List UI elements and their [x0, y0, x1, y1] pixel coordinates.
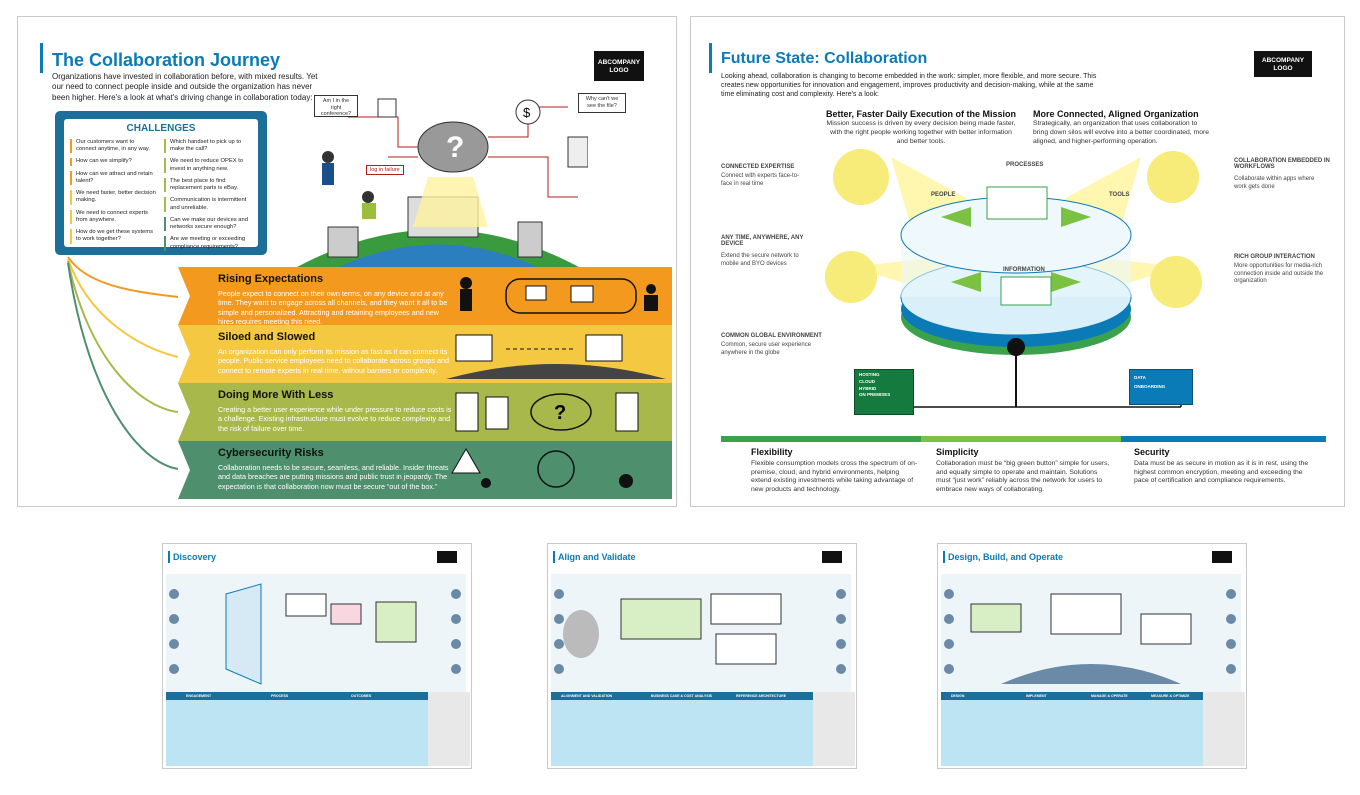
page-title: The Collaboration Journey: [52, 50, 281, 70]
phase-details: [166, 700, 428, 766]
security-threat-icon: [451, 448, 633, 488]
challenge-item: Can we make our devices and networks sec…: [164, 216, 254, 232]
design-build-operate-sheet: Design, Build, and Operate DESIGN IMPLEM…: [937, 543, 1247, 769]
side-label: COLLABORATION EMBEDDED IN WORKFLOWS: [1234, 158, 1330, 170]
central-platform-illustration: [825, 149, 1202, 408]
side-label: RICH GROUP INTERACTION: [1234, 254, 1315, 260]
challenge-item: We need to connect experts from anywhere…: [70, 209, 156, 225]
challenge-item: Our customers want to connect anytime, i…: [70, 139, 156, 154]
phase-strip: ALIGNMENT AND VALIDATION BUSINESS CASE &…: [551, 692, 855, 700]
title-accent-bar: [709, 43, 712, 73]
future-state-sheet: Future State: Collaboration Looking ahea…: [690, 16, 1345, 507]
band-title: Rising Expectations: [218, 273, 324, 285]
side-label: ANY TIME, ANYWHERE, ANY DEVICE: [721, 235, 804, 247]
sheet-title: Discovery: [173, 552, 217, 562]
discovery-illustration: [166, 574, 466, 692]
complexity-icon: ?: [455, 392, 639, 432]
svg-text:$: $: [523, 105, 531, 120]
band-text: People expect to connect on their own te…: [218, 289, 448, 327]
challenge-item: Which handset to pick up to make the cal…: [164, 139, 254, 154]
band-siloed-and-slowed: Siloed and Slowed An organization can on…: [178, 325, 672, 383]
challenge-item: How can we attract and retain talent?: [70, 170, 156, 186]
side-label: CONNECTED EXPERTISE: [721, 164, 795, 170]
discovery-sheet: Discovery ENGAGEMENT PROCESS OUTCOMES: [162, 543, 472, 769]
client-sidebar: [1203, 692, 1245, 766]
band-text: Collaboration needs to be secure, seamle…: [218, 463, 449, 491]
title-accent-bar: [40, 43, 43, 73]
page-title: Future State: Collaboration: [721, 50, 928, 67]
challenges-title: CHALLENGES: [126, 123, 196, 134]
side-text: Common, secure user experience anywhere …: [721, 342, 812, 356]
company-logo: [437, 551, 457, 563]
label-processes: PROCESSES: [1006, 162, 1044, 168]
flexibility-bar: [721, 436, 921, 442]
collaboration-journey-sheet: The Collaboration Journey Organizations …: [17, 16, 677, 507]
login-failure-label: log in failure: [366, 165, 404, 175]
band-title: Siloed and Slowed: [218, 331, 316, 343]
label-tools: TOOLS: [1109, 192, 1130, 198]
side-text: Connect with experts face-to-face in rea…: [721, 173, 800, 187]
challenges-inner: CHALLENGES Our customers want to connect…: [64, 119, 258, 251]
client-sidebar: [428, 692, 470, 766]
side-text: Collaborate within apps where work gets …: [1234, 176, 1315, 190]
text-left: Mission success is driven by every decis…: [826, 120, 1016, 145]
challenge-item: We need to reduce OPEX to invest in anyt…: [164, 158, 254, 173]
svg-text:?: ?: [554, 402, 566, 424]
design-illustration: [941, 574, 1241, 692]
sheet-title: Align and Validate: [558, 552, 636, 562]
connector-lines: [67, 256, 179, 470]
band-title: Doing More With Less: [218, 389, 334, 401]
heading-right: More Connected, Aligned Organization: [1033, 109, 1199, 119]
phase-details: [551, 700, 813, 766]
label-information: INFORMATION: [1003, 267, 1045, 273]
challenge-item: The best place to find replacement parts…: [164, 177, 254, 193]
intro-text: Organizations have invested in collabora…: [52, 72, 318, 102]
side-text: More opportunities for media-rich connec…: [1234, 263, 1324, 284]
network-illustration: ? $: [288, 98, 588, 272]
band-cybersecurity-risks: Cybersecurity Risks Collaboration needs …: [178, 441, 672, 499]
phase-details: [941, 700, 1203, 766]
data-onboarding-panel: DATA ONBOARDING: [1129, 369, 1193, 405]
challenge-item: How can we simplify?: [70, 158, 156, 166]
side-label: COMMON GLOBAL ENVIRONMENT: [721, 333, 822, 339]
challenge-item: Are we meeting or exceeding compliance r…: [164, 236, 254, 251]
band-text: Creating a better user experience while …: [218, 405, 452, 433]
security-bar: [1121, 436, 1326, 442]
challenge-item: We need faster, better decision making.: [70, 190, 156, 205]
band-rising-expectations: Rising Expectations People expect to con…: [178, 267, 672, 325]
silo-icon: [446, 334, 666, 379]
challenges-right-list: Which handset to pick up to make the cal…: [164, 139, 254, 256]
challenge-item: Communication is intermittent and unreli…: [164, 197, 254, 212]
challenges-box: CHALLENGES Our customers want to connect…: [55, 111, 267, 255]
simplicity-bar: [921, 436, 1121, 442]
svg-text:?: ?: [446, 131, 464, 164]
speech-bubble: Why can't we see the file?: [578, 93, 626, 113]
company-logo: [822, 551, 842, 563]
challenge-item: How do we get these systems to work toge…: [70, 229, 156, 244]
speech-bubble: Am I in the right conference?: [314, 95, 358, 117]
company-logo: [1212, 551, 1232, 563]
label-people: PEOPLE: [931, 192, 956, 198]
text-right: Strategically, an organization that uses…: [1033, 120, 1210, 145]
band-doing-more-with-less: Doing More With Less Creating a better u…: [178, 383, 672, 441]
phase-strip: DESIGN IMPLEMENT MANAGE & OPERATE MEASUR…: [941, 692, 1245, 700]
band-title: Cybersecurity Risks: [218, 447, 324, 459]
intro-text: Looking ahead, collaboration is changing…: [721, 73, 1097, 99]
align-illustration: [551, 574, 851, 692]
phase-strip: ENGAGEMENT PROCESS OUTCOMES: [166, 692, 470, 700]
align-validate-sheet: Align and Validate ALIGNMENT AND VALIDAT…: [547, 543, 857, 769]
client-sidebar: [813, 692, 855, 766]
challenges-left-list: Our customers want to connect anytime, i…: [70, 139, 156, 249]
hosting-board: HOSTING CLOUD HYBRID ON PREMISES: [854, 369, 914, 415]
sheet-title: Design, Build, and Operate: [948, 552, 1064, 562]
side-text: Extend the secure network to mobile and …: [721, 253, 799, 267]
band-text: An organization can only perform its mis…: [218, 347, 449, 375]
heading-left: Better, Faster Daily Execution of the Mi…: [826, 109, 1017, 119]
people-devices-icon: [460, 277, 658, 314]
